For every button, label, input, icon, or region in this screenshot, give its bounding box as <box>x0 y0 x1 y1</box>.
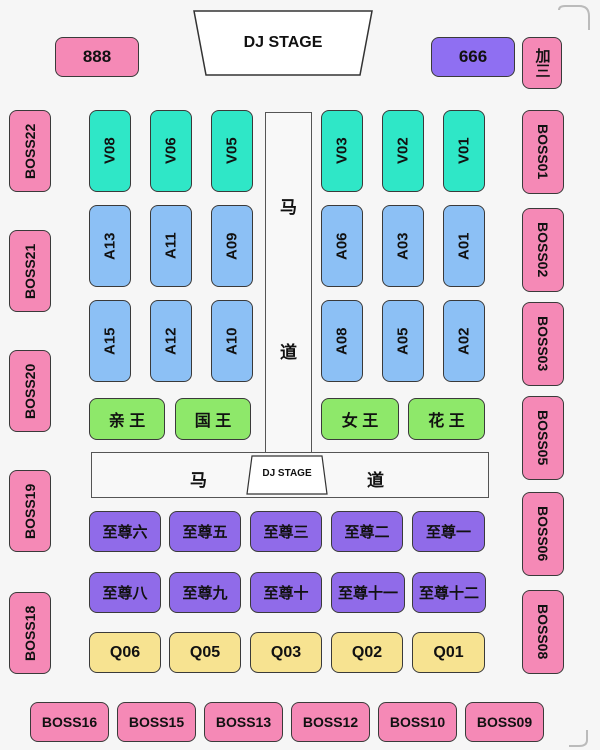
table-boss15[interactable]: BOSS15 <box>117 702 196 742</box>
table-boss21[interactable]: BOSS21 <box>9 230 51 312</box>
table-zhizun-9[interactable]: 至尊九 <box>169 572 241 613</box>
table-q05[interactable]: Q05 <box>169 632 241 673</box>
table-a01[interactable]: A01 <box>443 205 485 287</box>
table-boss22[interactable]: BOSS22 <box>9 110 51 192</box>
corner-bracket-icon <box>558 5 590 30</box>
table-a02[interactable]: A02 <box>443 300 485 382</box>
table-a06[interactable]: A06 <box>321 205 363 287</box>
table-boss02[interactable]: BOSS02 <box>522 208 564 292</box>
table-a05[interactable]: A05 <box>382 300 424 382</box>
table-zhizun-3[interactable]: 至尊三 <box>250 511 322 552</box>
table-boss06[interactable]: BOSS06 <box>522 492 564 576</box>
table-v08[interactable]: V08 <box>89 110 131 192</box>
table-zhizun-12[interactable]: 至尊十二 <box>412 572 486 613</box>
table-a03[interactable]: A03 <box>382 205 424 287</box>
table-zhizun-1[interactable]: 至尊一 <box>412 511 485 552</box>
table-v02[interactable]: V02 <box>382 110 424 192</box>
table-boss05[interactable]: BOSS05 <box>522 396 564 480</box>
table-nvwang[interactable]: 女 王 <box>321 398 399 440</box>
table-a10[interactable]: A10 <box>211 300 253 382</box>
table-boss16[interactable]: BOSS16 <box>30 702 109 742</box>
runway-vertical <box>265 112 312 452</box>
table-a13[interactable]: A13 <box>89 205 131 287</box>
table-a15[interactable]: A15 <box>89 300 131 382</box>
table-boss09[interactable]: BOSS09 <box>465 702 544 742</box>
runway-char-1-horizontal: 马 <box>190 471 207 490</box>
table-zhizun-11[interactable]: 至尊十一 <box>331 572 405 613</box>
dj-stage: DJ STAGE <box>193 10 373 76</box>
table-jiasan[interactable]: 加三 <box>522 37 562 89</box>
table-q01[interactable]: Q01 <box>412 632 485 673</box>
runway-char-2: 道 <box>280 343 297 362</box>
table-zhizun-2[interactable]: 至尊二 <box>331 511 403 552</box>
table-boss20[interactable]: BOSS20 <box>9 350 51 432</box>
table-boss12[interactable]: BOSS12 <box>291 702 370 742</box>
table-a09[interactable]: A09 <box>211 205 253 287</box>
table-guowang[interactable]: 国 王 <box>175 398 251 440</box>
table-boss13[interactable]: BOSS13 <box>204 702 283 742</box>
table-boss08[interactable]: BOSS08 <box>522 590 564 674</box>
table-zhizun-10[interactable]: 至尊十 <box>250 572 322 613</box>
table-zhizun-8[interactable]: 至尊八 <box>89 572 161 613</box>
runway-char-1: 马 <box>280 198 297 217</box>
table-zhizun-5[interactable]: 至尊五 <box>169 511 241 552</box>
table-boss19[interactable]: BOSS19 <box>9 470 51 552</box>
table-a12[interactable]: A12 <box>150 300 192 382</box>
table-888[interactable]: 888 <box>55 37 139 77</box>
table-v03[interactable]: V03 <box>321 110 363 192</box>
table-boss01[interactable]: BOSS01 <box>522 110 564 194</box>
table-a11[interactable]: A11 <box>150 205 192 287</box>
table-666[interactable]: 666 <box>431 37 515 77</box>
table-huawang[interactable]: 花 王 <box>408 398 485 440</box>
table-zhizun-6[interactable]: 至尊六 <box>89 511 161 552</box>
corner-bracket-icon <box>569 730 588 747</box>
runway-char-2-horizontal: 道 <box>367 471 384 490</box>
table-boss18[interactable]: BOSS18 <box>9 592 51 674</box>
table-boss10[interactable]: BOSS10 <box>378 702 457 742</box>
table-q02[interactable]: Q02 <box>331 632 403 673</box>
table-v06[interactable]: V06 <box>150 110 192 192</box>
table-a08[interactable]: A08 <box>321 300 363 382</box>
table-q06[interactable]: Q06 <box>89 632 161 673</box>
mini-dj-stage: DJ STAGE <box>246 455 328 495</box>
table-q03[interactable]: Q03 <box>250 632 322 673</box>
table-v01[interactable]: V01 <box>443 110 485 192</box>
table-qinwang[interactable]: 亲 王 <box>89 398 165 440</box>
table-boss03[interactable]: BOSS03 <box>522 302 564 386</box>
table-v05[interactable]: V05 <box>211 110 253 192</box>
mini-dj-stage-label: DJ STAGE <box>262 468 312 479</box>
dj-stage-label: DJ STAGE <box>243 34 323 51</box>
